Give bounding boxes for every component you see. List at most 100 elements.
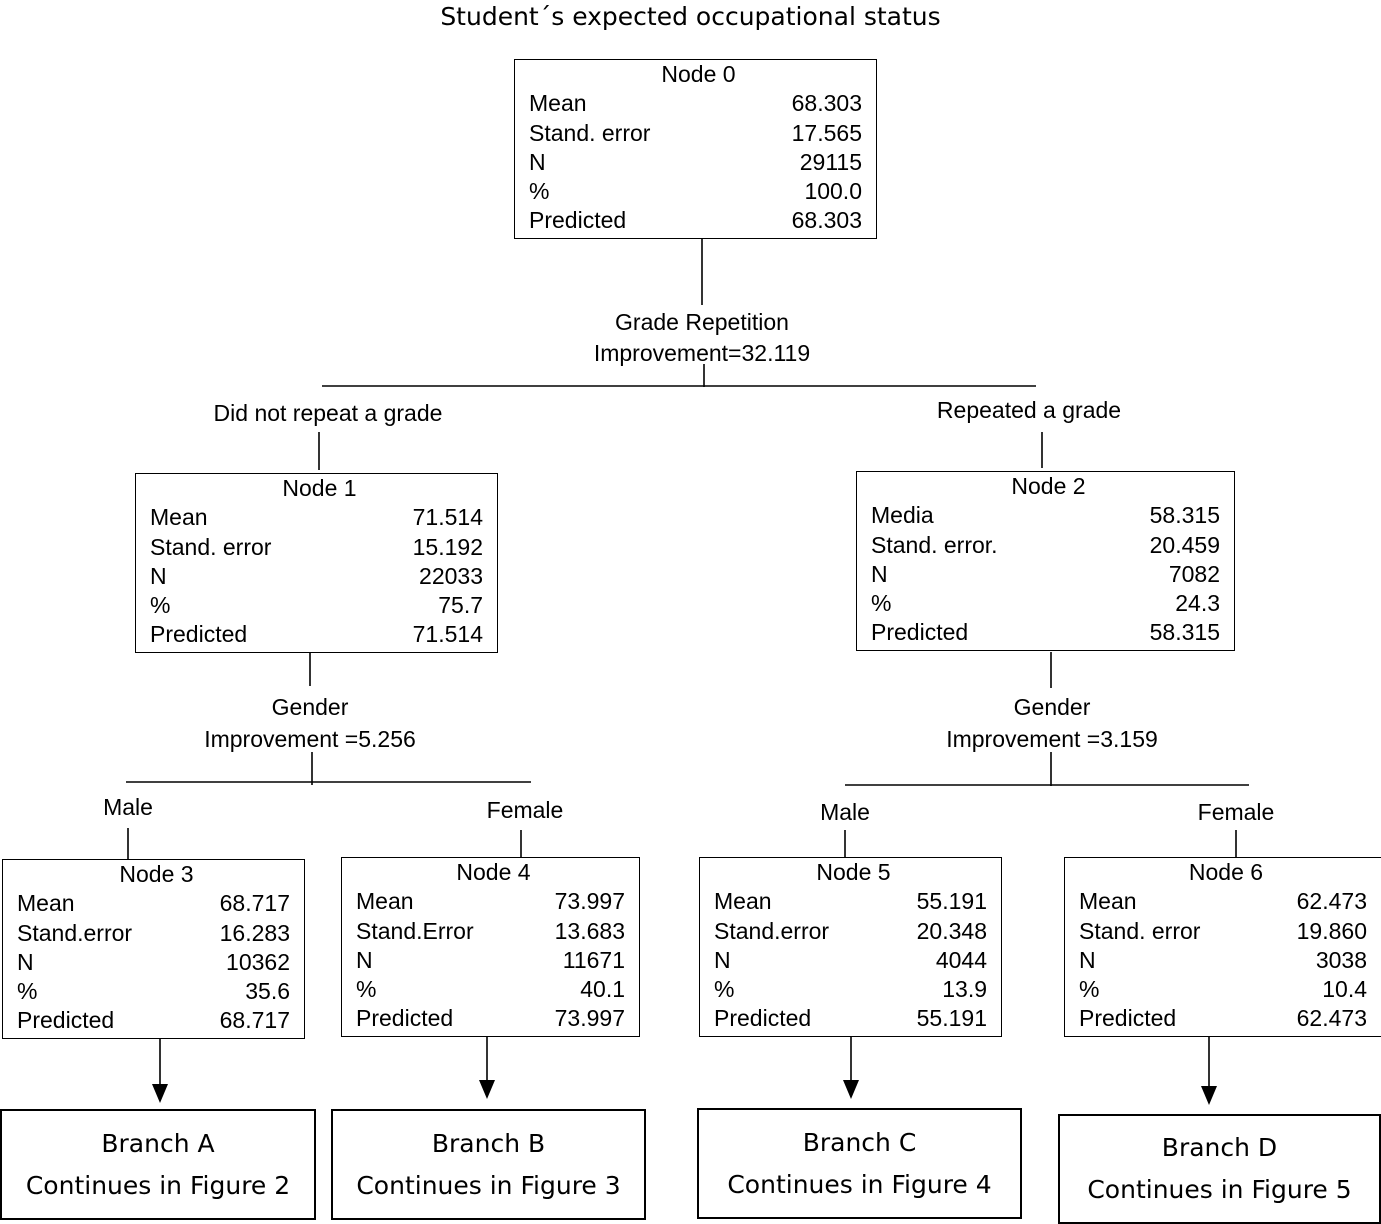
stat-label: Predicted <box>150 621 248 648</box>
stat-label: Stand. error <box>150 533 272 560</box>
right-gender-improvement: Improvement =3.159 <box>946 726 1158 752</box>
stat-label: Mean <box>714 888 772 915</box>
branch-d-name: Branch D <box>1161 1133 1278 1162</box>
stat-value: 68.717 <box>219 1007 290 1034</box>
stat-label: % <box>356 976 377 1003</box>
stat-label: Mean <box>150 504 208 531</box>
node-5-title: Node 5 <box>816 859 891 885</box>
node-4-stat-row: Stand.Error 13.683 <box>342 917 639 946</box>
stat-label: % <box>529 178 550 205</box>
stat-value: 3038 <box>1315 946 1367 973</box>
branch-c-box: Branch C Continues in Figure 4 <box>697 1108 1022 1219</box>
node-6-title: Node 6 <box>1188 859 1264 885</box>
stat-value: 68.717 <box>219 890 290 917</box>
stat-value: 24.3 <box>1175 590 1220 617</box>
node-3-stat-row: Predicted 68.717 <box>3 1006 304 1035</box>
stat-value: 7082 <box>1168 560 1220 587</box>
branch-b-box: Branch B Continues in Figure 3 <box>331 1109 646 1220</box>
stat-label: Stand.Error <box>356 917 474 944</box>
branch-a-note: Continues in Figure 2 <box>25 1170 291 1200</box>
branch-d-box: Branch D Continues in Figure 5 <box>1058 1114 1381 1224</box>
node-2-title: Node 2 <box>1011 473 1086 499</box>
node-4-title: Node 4 <box>456 859 531 885</box>
node-3-title: Node 3 <box>119 861 194 887</box>
stat-label: Predicted <box>529 207 627 234</box>
stat-value: 19.860 <box>1296 917 1367 944</box>
stat-value: 35.6 <box>245 978 290 1005</box>
stat-value: 100.0 <box>804 178 862 205</box>
stat-value: 71.514 <box>412 504 483 531</box>
node-2-stat-row: %24.3 <box>857 589 1234 618</box>
stat-label: N <box>871 560 888 587</box>
stat-value: 13.683 <box>554 917 625 944</box>
stat-label: Predicted <box>1079 1005 1177 1032</box>
stat-value: 55.191 <box>916 1005 987 1032</box>
node-1-title: Node 1 <box>282 475 357 501</box>
stat-label: % <box>17 978 38 1005</box>
stat-value: 75.7 <box>438 592 483 619</box>
left-gender-improvement: Improvement =5.256 <box>204 726 416 752</box>
node-1-stat-row: Mean 71.514 <box>136 503 497 532</box>
stat-value: 22033 <box>419 562 483 589</box>
stat-label: N <box>17 948 34 975</box>
stat-label: Mean <box>529 90 587 117</box>
stat-label: Stand. error. <box>871 531 998 558</box>
right-gender-variable: Gender <box>1013 694 1091 720</box>
stat-value: 17.565 <box>791 119 862 146</box>
stat-label: Predicted <box>871 619 969 646</box>
node-2-stat-row: Stand. error. 20.459 <box>857 531 1234 560</box>
node-5-stat-row: %13.9 <box>700 975 1001 1004</box>
node-6-stat-row: Stand. error 19.860 <box>1065 917 1381 946</box>
stat-value: 20.459 <box>1149 531 1220 558</box>
stat-value: 73.997 <box>554 1005 625 1032</box>
branch-b-note: Continues in Figure 3 <box>356 1170 621 1200</box>
node-2-stat-row: N 7082 <box>857 560 1234 589</box>
node-4-stat-row: N 11671 <box>342 946 639 975</box>
male-label-left: Male <box>103 794 153 820</box>
stat-label: Stand. error <box>1079 917 1201 944</box>
node-6-stat-row: Predicted 62.473 <box>1065 1004 1381 1033</box>
stat-value: 4044 <box>935 946 987 973</box>
stat-value: 62.473 <box>1296 1005 1367 1032</box>
stat-value: 13.9 <box>942 976 987 1003</box>
branch-b-name: Branch B <box>431 1128 546 1158</box>
female-label-right: Female <box>1197 799 1275 825</box>
stat-value: 73.997 <box>554 888 625 915</box>
stat-label: N <box>529 148 546 175</box>
stat-value: 15.192 <box>412 533 483 560</box>
node-0-stat-row: % 100.0 <box>515 177 876 206</box>
node-1-stat-row: Stand. error 15.192 <box>136 533 497 562</box>
left-gender-variable: Gender <box>271 694 349 720</box>
stat-value: 40.1 <box>580 976 625 1003</box>
stat-label: N <box>356 946 373 973</box>
stat-label: Predicted <box>17 1007 115 1034</box>
branch-c-note: Continues in Figure 4 <box>727 1169 992 1199</box>
branch-d-note: Continues in Figure 5 <box>1087 1175 1352 1204</box>
stat-label: Predicted <box>356 1005 454 1032</box>
stat-value: 11671 <box>562 946 625 973</box>
branch-c-name: Branch C <box>802 1127 917 1157</box>
node-1-stat-row: %75.7 <box>136 591 497 620</box>
branch-a-box: Branch A Continues in Figure 2 <box>0 1109 316 1220</box>
stat-value: 62.473 <box>1296 888 1367 915</box>
stat-value: 58.315 <box>1149 502 1220 529</box>
stat-value: 10.4 <box>1322 976 1367 1003</box>
root-split-improvement: Improvement=32.119 <box>593 340 811 366</box>
stat-value: 68.303 <box>791 90 862 117</box>
stat-value: 16.283 <box>219 919 290 946</box>
node-0-stat-row: Mean 68.303 <box>515 89 876 118</box>
